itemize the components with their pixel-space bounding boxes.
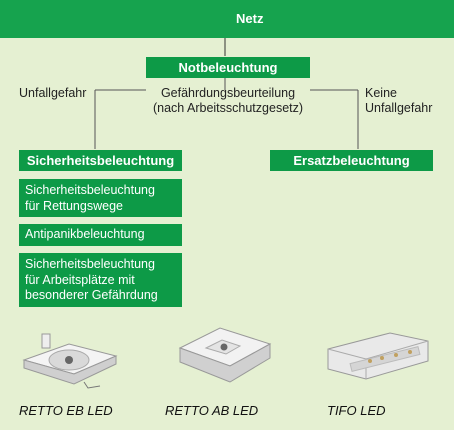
sub-item-rettungswege-line2: für Rettungswege (25, 198, 123, 213)
sub-item-arbeitsplaetze-line1: Sicherheitsbeleuchtung (25, 257, 155, 271)
caption-retto-eb-led: RETTO EB LED (19, 403, 113, 418)
sub-item-antipanik: Antipanikbeleuchtung (19, 224, 182, 246)
retto-ab-led-image (178, 327, 272, 383)
label-gefaehrdungsbeurteilung: Gefährdungsbeurteilung (nach Arbeitsschu… (150, 86, 306, 116)
ersatzbeleuchtung-box: Ersatzbeleuchtung (270, 150, 433, 171)
caption-tifo-led: TIFO LED (327, 403, 386, 418)
sub-item-arbeitsplaetze-line2: für Arbeitsplätze mit (25, 272, 135, 287)
sub-item-antipanik-line1: Antipanikbeleuchtung (25, 227, 145, 241)
netz-bar (0, 0, 454, 38)
label-unfallgefahr: Unfallgefahr (19, 86, 87, 100)
label-keine: Keine (365, 86, 397, 100)
retto-eb-led-image (22, 333, 118, 389)
label-unfallgefahr-right: Unfallgefahr (365, 101, 433, 115)
sub-item-rettungswege: Sicherheitsbeleuchtung für Rettungswege (19, 179, 182, 217)
tifo-led-image (327, 332, 429, 380)
sub-item-arbeitsplaetze-line3: besonderer Gefährdung (25, 288, 158, 302)
label-keine-unfallgefahr: Keine Unfallgefahr (365, 86, 432, 116)
label-gefaehrdungsbeurteilung-line2: (nach Arbeitsschutzgesetz) (152, 101, 304, 115)
caption-retto-ab-led: RETTO AB LED (165, 403, 259, 418)
label-gefaehrdungsbeurteilung-line1: Gefährdungsbeurteilung (160, 86, 296, 100)
sub-item-arbeitsplaetze: Sicherheitsbeleuchtung für Arbeitsplätze… (19, 253, 182, 307)
sub-item-rettungswege-line1: Sicherheitsbeleuchtung (25, 183, 155, 197)
sicherheitsbeleuchtung-box: Sicherheitsbeleuchtung (19, 150, 182, 171)
notbeleuchtung-box: Notbeleuchtung (146, 57, 310, 78)
netz-label: Netz (236, 11, 264, 26)
